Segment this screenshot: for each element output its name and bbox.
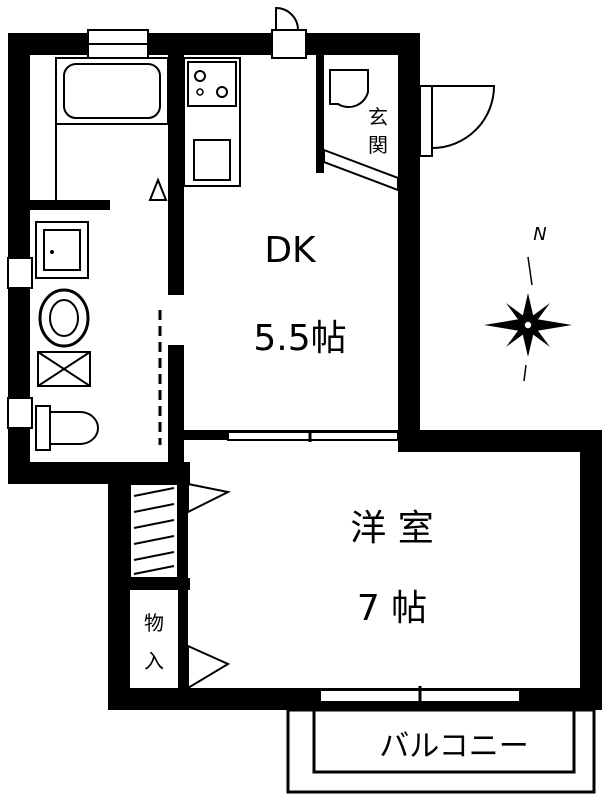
storage-label-bottom: 入 [144,649,164,673]
balcony-label: バルコニー [379,729,528,764]
entrance-label-bottom: 関 [368,133,388,157]
storage-label-top: 物 [144,611,164,635]
entrance-label-top: 玄 [368,105,388,129]
compass-rose-icon [484,256,572,382]
western-room-size-label: 7 帖 [357,588,427,629]
bathtub [55,57,169,201]
dk-size-label: 5.5帖 [253,318,346,359]
western-room-label: 洋 室 [350,508,433,549]
windows [7,6,521,706]
dk-label: DK [264,230,317,271]
kitchen [183,57,241,187]
closet-hatching [129,482,232,690]
compass-north-label: N [533,224,546,245]
sanitary-fixtures [35,221,162,451]
balcony [286,708,596,794]
entrance-door [323,69,496,192]
exterior-walls [8,33,602,710]
